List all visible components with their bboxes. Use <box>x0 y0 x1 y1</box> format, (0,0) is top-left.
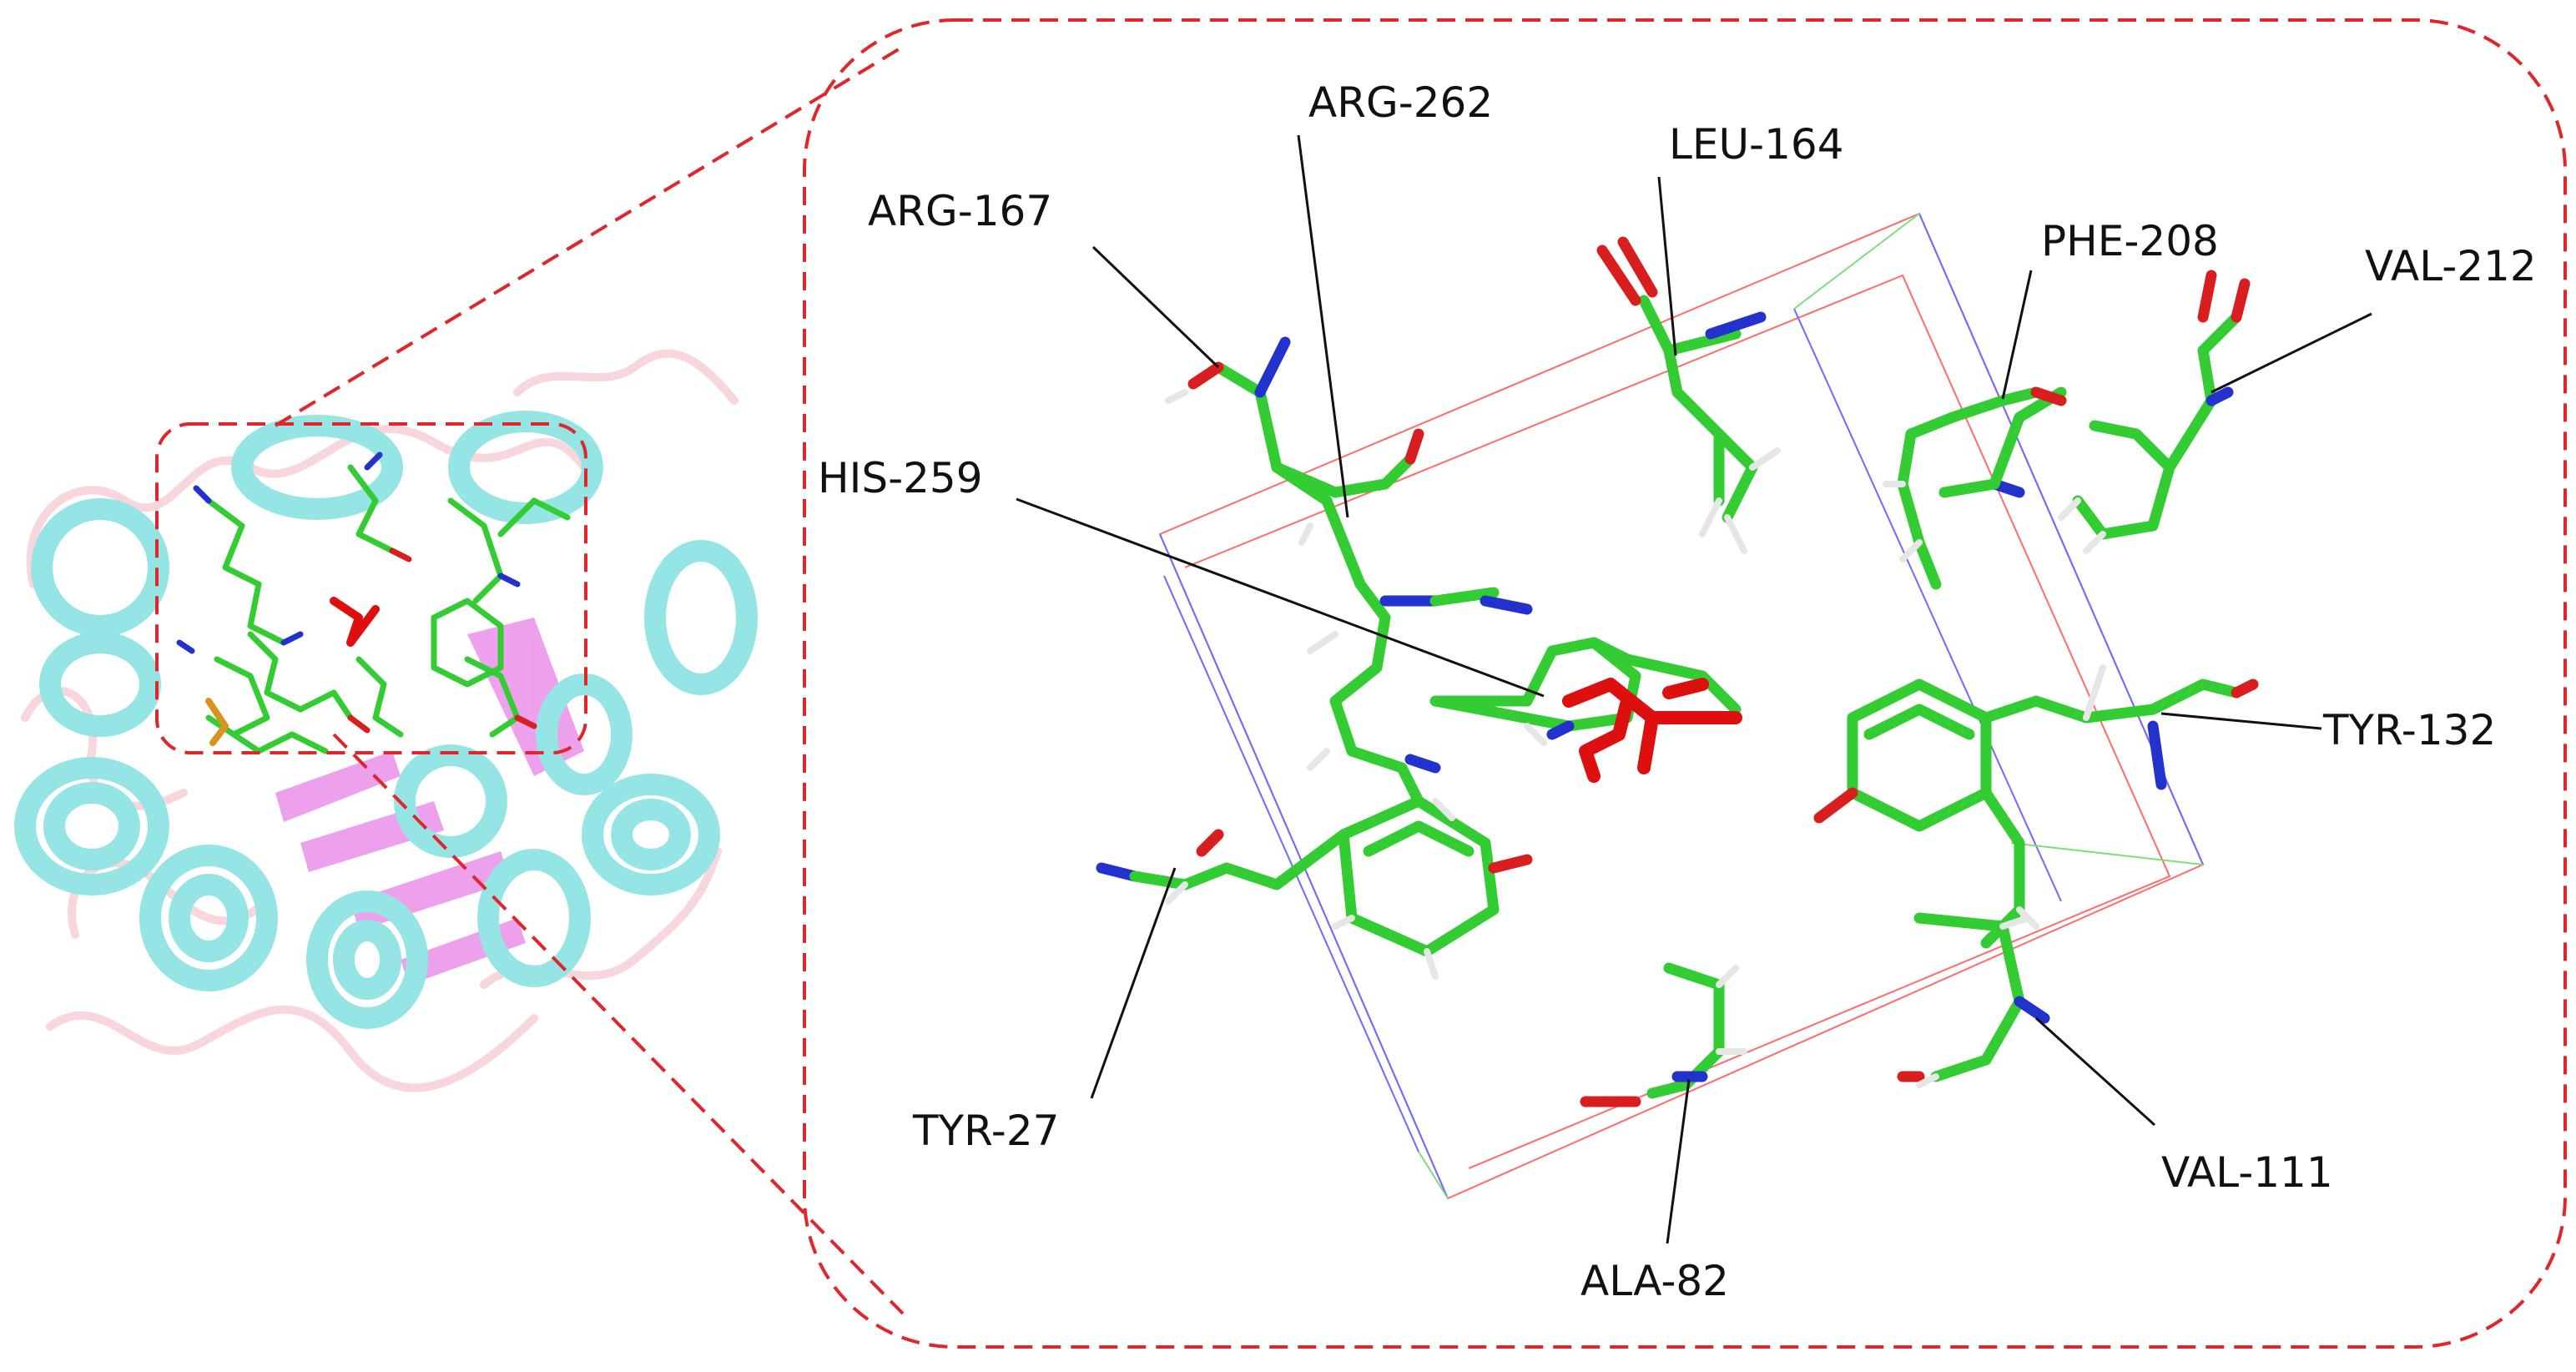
zoom-connector-top <box>274 45 905 427</box>
label-arg262: ARG-262 <box>1308 78 1493 127</box>
label-val212: VAL-212 <box>2365 242 2537 290</box>
zoom-panel-frame <box>803 18 2567 1349</box>
label-phe208: PHE-208 <box>2041 217 2219 265</box>
leader-ala82 <box>1666 1079 1691 1244</box>
label-val111: VAL-111 <box>2161 1148 2333 1197</box>
protein-overview <box>14 349 758 1092</box>
leader-val212 <box>2211 312 2372 394</box>
helix-regions <box>14 411 758 1029</box>
label-leu164: LEU-164 <box>1669 120 1844 169</box>
label-ala82: ALA-82 <box>1580 1257 1729 1305</box>
leader-phe208 <box>2001 270 2033 400</box>
residue-sticks <box>1096 236 2259 1107</box>
label-leader-lines <box>1016 134 2372 1244</box>
leader-leu164 <box>1657 176 1677 356</box>
ligand-sticks <box>1562 678 1742 783</box>
zoom-connector-bottom <box>332 733 905 1315</box>
label-tyr132: TYR-132 <box>2322 706 2496 754</box>
overview-selection-box <box>155 422 587 754</box>
label-arg167: ARG-167 <box>868 187 1052 235</box>
leader-his259 <box>1016 497 1545 698</box>
leader-tyr27 <box>1090 867 1177 1099</box>
overview-pocket-sticks <box>176 451 571 754</box>
leader-tyr132 <box>2160 712 2322 730</box>
label-tyr27: TYR-27 <box>912 1107 1059 1155</box>
residue-labels: ARG-262 LEU-164 ARG-167 PHE-208 VAL-212 … <box>818 78 2537 1305</box>
label-his259: HIS-259 <box>818 454 983 502</box>
leader-arg262 <box>1297 134 1349 518</box>
leader-val111 <box>2034 1016 2156 1127</box>
leader-arg167 <box>1091 245 1220 369</box>
